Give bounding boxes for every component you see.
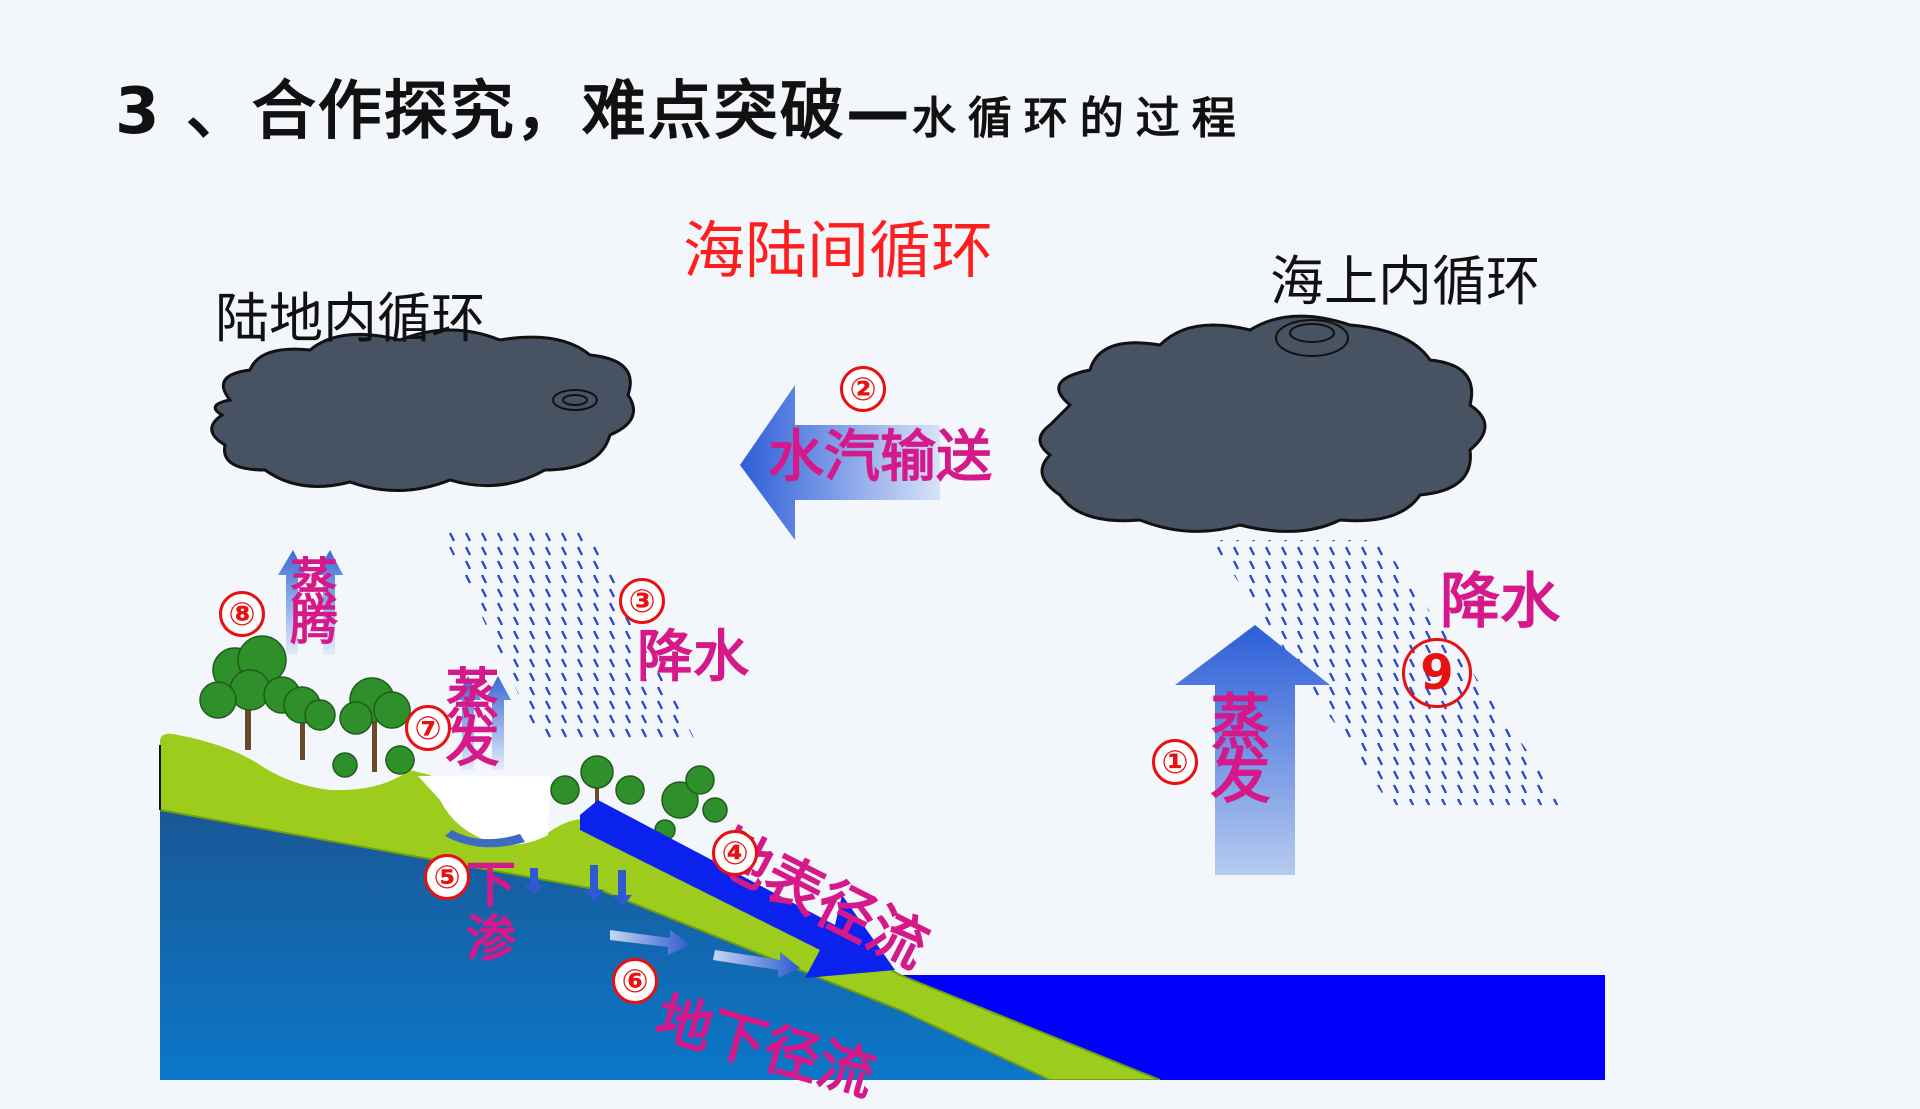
marker-9: 9 [1402,638,1472,708]
infiltration-arrows [524,865,632,907]
marker-4: ④ [712,830,758,876]
marker-1: ① [1152,739,1198,785]
land-cloud [210,328,635,493]
vapor-arrow [740,385,940,540]
label-transpiration: 蒸腾 [281,555,337,639]
label-precipitation-sea: 降水 [1440,567,1560,637]
rain-sea [1210,540,1565,805]
marker-7: ⑦ [405,705,451,751]
groundwater-arrows [610,930,800,978]
lake [418,776,550,845]
sea-cloud [1038,314,1487,533]
label-land-cycle: 陆地内循环 [215,287,485,350]
rain-land [440,528,695,740]
label-precipitation-land: 降水 [637,625,749,690]
surface-runoff-arrow [580,800,895,978]
marker-8: ⑧ [219,591,265,637]
label-sea-cycle: 海上内循环 [1270,250,1540,313]
marker-3: ③ [619,578,665,624]
marker-5: ⑤ [424,854,470,900]
water-cycle-diagram [159,314,1605,1080]
label-sea-land-cycle: 海陆间循环 [683,214,994,287]
marker-2: ② [840,366,886,412]
transpiration-arrows [278,550,343,655]
title-main: 3 、合作探究，难点突破— [115,75,912,149]
label-evaporation-sea: 蒸发 [1200,690,1270,798]
land-surface [159,733,1160,1080]
lake-evaporation-arrows [455,676,511,770]
title-sub: 水循环的过程 [911,93,1248,144]
slide-title: 3 、合作探究，难点突破— 水循环的过程 [115,60,1248,149]
marker-6: ⑥ [612,958,658,1004]
sea-evaporation-arrow [1175,625,1330,875]
label-evaporation-lake: 蒸发 [436,665,499,761]
trees [199,635,750,850]
label-vapor-transport: 水汽输送 [768,425,992,490]
